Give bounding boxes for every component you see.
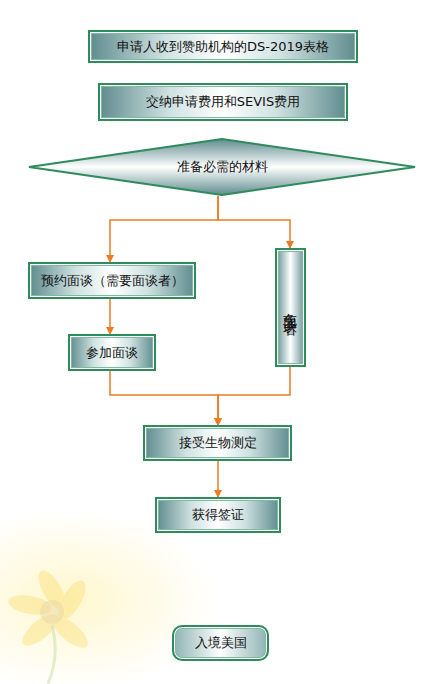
node-text: 获得签证 — [192, 507, 244, 523]
node-text: 入境美国 — [195, 635, 247, 651]
flow-connector — [110, 371, 218, 425]
process-box: 免面谈者 — [275, 248, 306, 367]
node-text: 交纳申请费用和SEVIS费用 — [146, 94, 300, 110]
flow-connector — [109, 299, 111, 334]
flow-connector — [218, 196, 290, 248]
process-box: 参加面谈 — [68, 334, 156, 371]
process-box: 接受生物测定 — [143, 425, 292, 461]
node-text: 免面谈者 — [282, 302, 299, 314]
process-box: 申请人收到赞助机构的DS-2019表格 — [88, 30, 358, 63]
flow-connector — [110, 196, 218, 262]
process-box: 预约面谈（需要面谈者） — [28, 262, 196, 299]
process-box: 交纳申请费用和SEVIS费用 — [98, 83, 348, 121]
process-box: 获得签证 — [155, 497, 281, 533]
terminal-box: 入境美国 — [172, 625, 269, 661]
node-text: 接受生物测定 — [179, 435, 257, 451]
decision-diamond: 准备必需的材料 — [28, 138, 416, 196]
node-text: 参加面谈 — [86, 345, 138, 361]
node-text: 申请人收到赞助机构的DS-2019表格 — [117, 39, 329, 55]
node-text: 准备必需的材料 — [177, 159, 268, 175]
flow-connector — [218, 367, 290, 425]
flow-connector — [217, 461, 219, 497]
node-text: 预约面谈（需要面谈者） — [41, 273, 184, 289]
